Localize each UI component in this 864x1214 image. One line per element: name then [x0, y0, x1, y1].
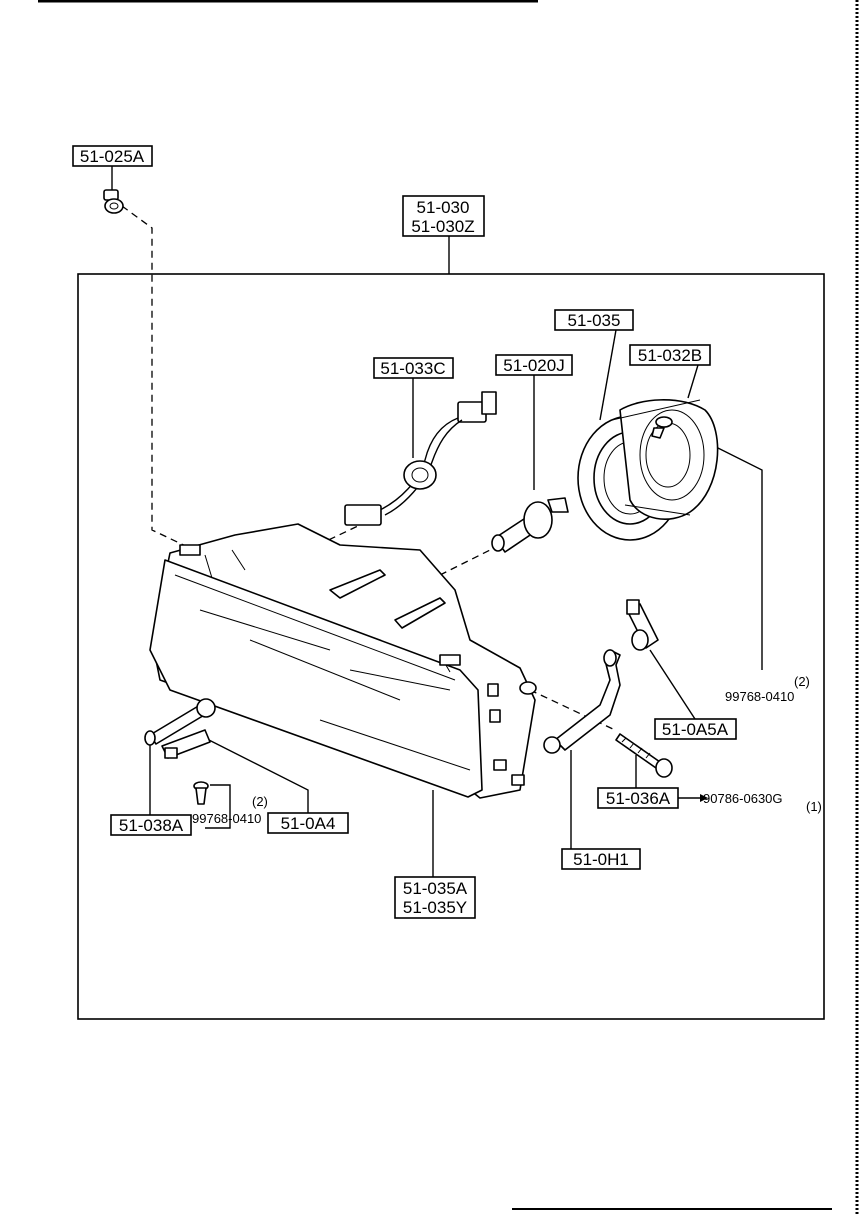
svg-text:51-0H1: 51-0H1: [573, 850, 629, 869]
std-part-qty-right: (2): [794, 674, 810, 689]
screw-right-part: [651, 416, 673, 439]
clip-part: [103, 189, 124, 214]
headlamp-housing: [149, 523, 537, 799]
adjuster-screw-part: [144, 698, 216, 746]
callout-51-035[interactable]: 51-035: [554, 309, 634, 331]
bracket-part-right: [626, 599, 659, 651]
svg-text:51-0A5A: 51-0A5A: [662, 720, 729, 739]
callout-51-0h1[interactable]: 51-0H1: [561, 848, 641, 870]
svg-text:51-035A: 51-035A: [403, 879, 468, 898]
std-part-qty-long: (1): [806, 799, 822, 814]
svg-text:51-036A: 51-036A: [606, 789, 671, 808]
callout-51-025a[interactable]: 51-025A: [72, 145, 153, 167]
svg-text:51-0A4: 51-0A4: [281, 814, 336, 833]
arrow-icon: [700, 794, 708, 802]
svg-text:51-030: 51-030: [417, 198, 470, 217]
callout-51-0a4[interactable]: 51-0A4: [267, 812, 349, 834]
callout-51-0a5a[interactable]: 51-0A5A: [654, 718, 737, 740]
std-part-no-left: 99768-0410: [192, 811, 261, 826]
callout-51-038a[interactable]: 51-038A: [110, 814, 192, 836]
screw-left-part: [193, 781, 209, 805]
svg-text:51-035: 51-035: [568, 311, 621, 330]
callout-51-036a[interactable]: 51-036A: [597, 787, 679, 809]
bracket-part-left: [161, 729, 211, 759]
wiring-harness-part: [344, 391, 497, 526]
svg-text:51-025A: 51-025A: [80, 147, 145, 166]
svg-text:51-035Y: 51-035Y: [403, 898, 467, 917]
svg-text:51-038A: 51-038A: [119, 816, 184, 835]
bulb-part: [491, 497, 569, 553]
long-bolt-part: [615, 733, 673, 778]
callout-51-032b[interactable]: 51-032B: [629, 344, 711, 366]
callout-51-030[interactable]: 51-030 51-030Z: [402, 195, 485, 237]
svg-text:51-030Z: 51-030Z: [411, 217, 474, 236]
assembly-frame: [77, 273, 825, 1020]
std-part-no-right: 99768-0410: [725, 689, 794, 704]
std-part-qty-left: (2): [252, 794, 268, 809]
svg-text:51-033C: 51-033C: [380, 359, 445, 378]
dust-cover-part: [611, 399, 719, 520]
callout-51-035a[interactable]: 51-035A 51-035Y: [394, 876, 476, 919]
callout-51-020j[interactable]: 51-020J: [495, 354, 573, 376]
adjuster-rod-part: [543, 649, 621, 754]
std-part-no-long: 90786-0630G: [703, 791, 783, 806]
svg-text:51-032B: 51-032B: [638, 346, 702, 365]
svg-text:51-020J: 51-020J: [503, 356, 564, 375]
callout-51-033c[interactable]: 51-033C: [373, 357, 454, 379]
